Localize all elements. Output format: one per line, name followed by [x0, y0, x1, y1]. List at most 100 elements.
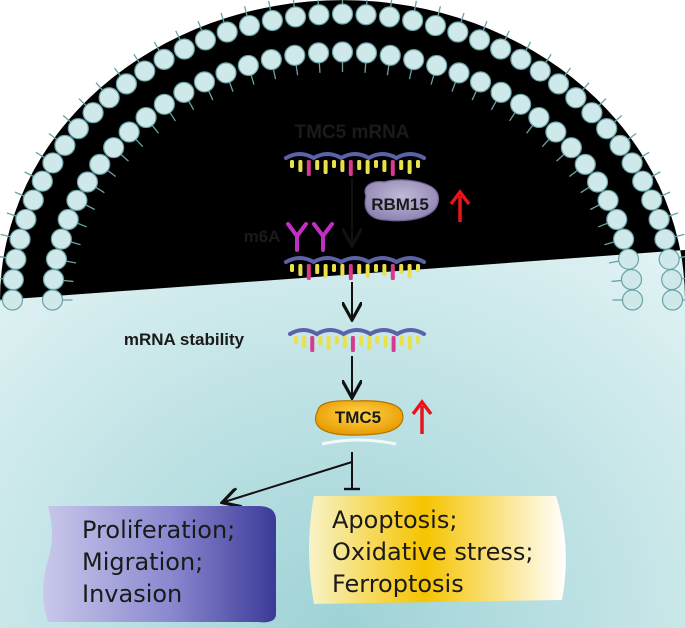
nucleotide-base [382, 160, 387, 172]
lipid-head [621, 152, 643, 174]
lipid-head [658, 248, 680, 270]
lipid-head [193, 71, 216, 93]
lipid-head [98, 87, 120, 109]
mrna-backbone [284, 152, 426, 161]
lipid-head [331, 41, 354, 63]
lipid-head [284, 44, 306, 66]
lipid-head [490, 81, 512, 103]
nucleotide-base [306, 264, 311, 280]
nucleotide-base [332, 264, 336, 272]
nucleotide-base [399, 264, 404, 274]
mrna-stability-label: mRNA stability [124, 330, 245, 349]
lipid-head [31, 170, 53, 192]
stable-mrna-strand [288, 328, 426, 352]
lipid-head [260, 48, 282, 71]
rbm15-protein: RBM15 [364, 179, 440, 222]
lipid-head [403, 48, 425, 71]
lipid-head [261, 9, 283, 32]
nucleotide-base [323, 160, 328, 174]
lipid-head [15, 208, 37, 231]
methylated-mrna-strand [284, 256, 426, 280]
lipid-head [490, 38, 512, 60]
nucleotide-base [374, 160, 378, 168]
lipid-head [41, 289, 64, 311]
nucleotide-base [342, 336, 347, 348]
nucleotide-base [407, 264, 412, 278]
nucleotide-base [390, 264, 395, 280]
lipid-head [82, 102, 104, 124]
nucleotide-base [357, 264, 362, 274]
lipid-head [238, 14, 261, 37]
lipid-head [528, 106, 550, 129]
lipid-head [284, 6, 307, 28]
nucleotide-base [391, 336, 396, 352]
lipid-head [115, 73, 137, 95]
outcome-proliferation: Proliferation; [82, 516, 235, 544]
nucleotide-base [315, 264, 320, 274]
rbm15-label: RBM15 [371, 195, 429, 214]
outcome-migration: Migration; [82, 548, 203, 576]
lipid-head [581, 102, 603, 124]
lipid-head [215, 62, 237, 84]
tmc5-mrna-strand [284, 152, 426, 176]
promote-arrow [224, 461, 353, 502]
lipid-head [237, 54, 259, 77]
nucleotide-base [298, 160, 303, 172]
m6a-label: m6A [244, 227, 281, 246]
nucleotide-base [416, 336, 420, 344]
nucleotide-base [315, 160, 320, 170]
lipid-head [135, 106, 157, 129]
lipid-head [545, 121, 567, 143]
nucleotide-base [365, 160, 370, 174]
lipid-head [216, 21, 238, 43]
lipid-head [469, 71, 492, 93]
up-arrow-icon [411, 399, 433, 434]
lipid-head [379, 44, 401, 66]
nucleotide-base [399, 160, 404, 170]
lipid-head [9, 228, 31, 250]
lipid-head [89, 153, 111, 175]
tmc5-protein-label: TMC5 [335, 408, 381, 427]
lipid-head [50, 228, 72, 250]
lipid-head [661, 268, 683, 291]
nucleotide-base [332, 160, 336, 168]
nucleotide-base [407, 160, 412, 174]
nucleotide-base [382, 264, 387, 276]
nucleotide-base [375, 336, 380, 344]
lipid-head [648, 208, 670, 231]
m6a-modification-icon [286, 222, 334, 252]
outcome-invasion: Invasion [82, 580, 182, 608]
lipid-head [548, 73, 570, 95]
nucleotide-base [367, 336, 372, 350]
lipid-head [57, 208, 79, 231]
nucleotide-base [390, 160, 395, 176]
lipid-head [153, 93, 175, 115]
lipid-head [76, 171, 99, 193]
lipid-head [331, 3, 354, 25]
lipid-head [42, 152, 64, 174]
lipid-head [355, 42, 378, 64]
lipid-head [66, 189, 88, 211]
mrna-backbone [284, 256, 426, 265]
lipid-head [560, 137, 582, 159]
lipid-head [118, 121, 140, 143]
up-arrow-icon [449, 189, 471, 222]
lipid-head [54, 134, 76, 156]
lipid-head [597, 189, 619, 211]
lipid-head [609, 134, 631, 156]
nucleotide-base [306, 160, 311, 176]
lipid-head [447, 21, 469, 43]
nucleotide-base [348, 160, 353, 176]
lipid-head [565, 87, 587, 109]
inhibited-outcomes-box: Apoptosis; Oxidative stress; Ferroptosis [309, 496, 566, 604]
lipid-head [448, 62, 470, 84]
lipid-head [529, 60, 551, 82]
lipid-head [613, 228, 635, 250]
promoted-outcomes-box: Proliferation; Migration; Invasion [43, 506, 276, 623]
lipid-head [42, 268, 65, 291]
nucleotide-base [374, 264, 378, 272]
lipid-head [574, 153, 596, 175]
nucleotide-base [290, 160, 294, 168]
cell-membrane [0, 0, 685, 311]
